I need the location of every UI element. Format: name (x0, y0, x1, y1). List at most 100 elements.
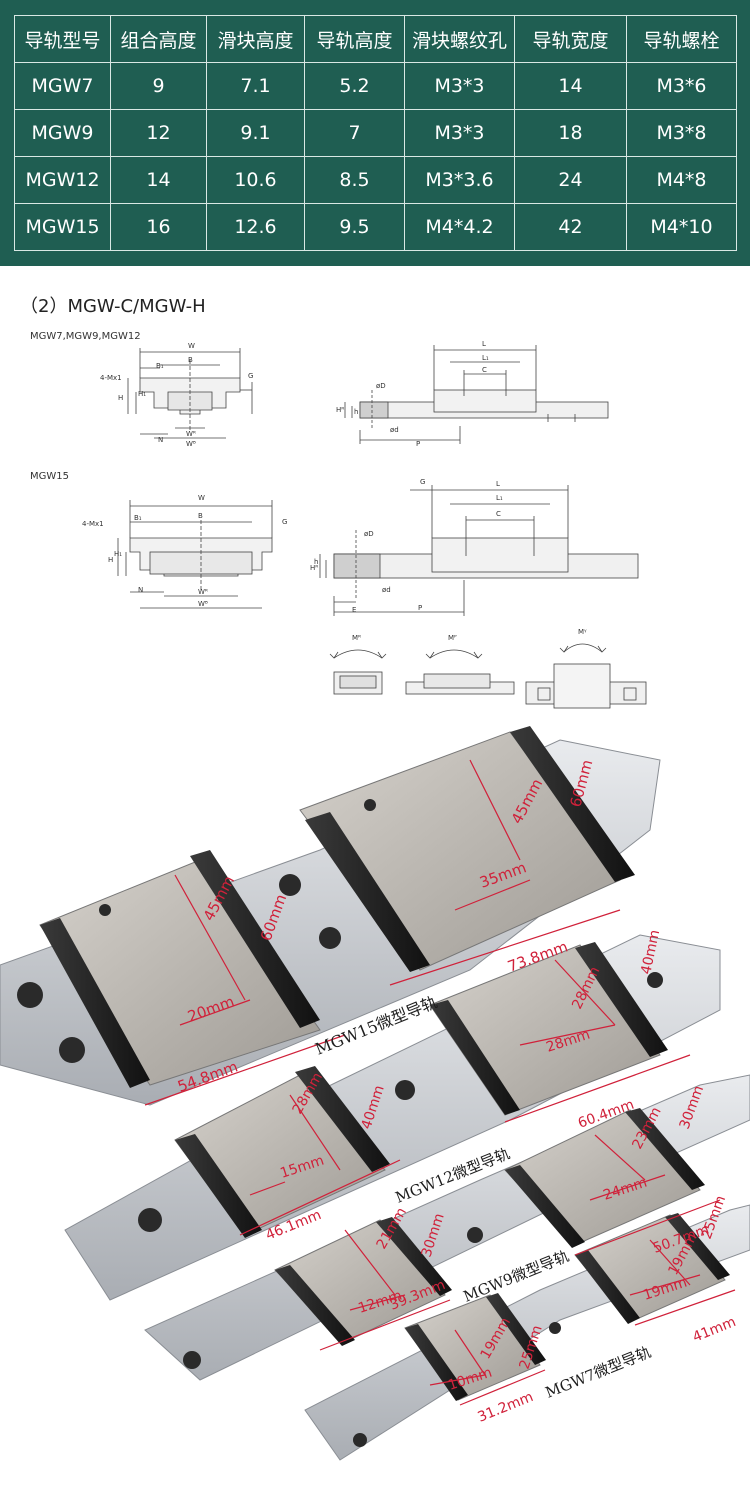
table-cell: MGW9 (14, 109, 111, 157)
label-l1-small: L₁ (482, 354, 489, 362)
mgw9-assembly (144, 1074, 750, 1381)
section-title: （2）MGW-C/MGW-H (20, 296, 206, 317)
series-label-group2: MGW15 (30, 471, 69, 482)
side-view-large (319, 485, 639, 616)
label-b-small: B (188, 356, 193, 364)
label-mx-large: 4-Mx1 (82, 520, 104, 528)
table-cell: M4*4.2 (404, 203, 515, 251)
label-bigd-small: øD (376, 382, 386, 390)
table-cell: 12.6 (206, 203, 305, 251)
label-wb-small: Wᴮ (186, 440, 196, 448)
label-b1-small: B₁ (156, 362, 164, 370)
spec-table-panel: 导轨型号 组合高度 滑块高度 导轨高度 滑块螺纹孔 导轨宽度 导轨螺栓 MGW7… (0, 0, 750, 266)
mgw7-model-name: MGW7微型导轨 (543, 1343, 654, 1402)
label-l-large: L (496, 480, 500, 488)
moment-diagram-mp (405, 649, 515, 695)
table-cell: M4*10 (626, 203, 737, 251)
label-sh-small: h (354, 408, 358, 416)
label-c-large: C (496, 510, 501, 518)
table-cell: 9.5 (304, 203, 405, 251)
table-cell: M3*3 (404, 109, 515, 157)
label-hr-large: Hᴿ (310, 564, 318, 572)
label-n-small: N (158, 436, 163, 444)
label-wr-small: Wᴿ (186, 430, 196, 438)
table-cell: 16 (110, 203, 207, 251)
col-header-rail-bolt: 导轨螺栓 (626, 15, 737, 63)
label-d-small: ød (390, 426, 399, 434)
label-g-small: G (248, 372, 253, 380)
table-cell: 12 (110, 109, 207, 157)
label-b-large: B (198, 512, 203, 520)
label-n-large: N (138, 586, 143, 594)
label-wr-large: Wᴿ (198, 588, 208, 596)
label-w-large: W (198, 494, 205, 502)
label-l1-large: L₁ (496, 494, 503, 502)
label-g-large: G (282, 518, 287, 526)
moment-diagram-my (525, 643, 647, 709)
mgw12-assembly (64, 934, 721, 1301)
col-header-model: 导轨型号 (14, 15, 111, 63)
label-sh-large: h (314, 558, 318, 566)
side-view-small (344, 345, 609, 444)
product-photo: 60mm 45mm 35mm 60mm 45mm 20mm 73.8mm 54.… (0, 726, 750, 1461)
table-cell: 14 (514, 62, 627, 110)
mgw7-assembly (304, 1204, 750, 1461)
table-cell: M4*8 (626, 156, 737, 204)
label-h1-small: H₁ (138, 390, 146, 398)
table-cell: 9.1 (206, 109, 305, 157)
table-cell: 42 (514, 203, 627, 251)
table-cell: 8.5 (304, 156, 405, 204)
mgw7-length-long-label: 41mm (691, 1314, 739, 1346)
label-g-side: G (420, 478, 425, 486)
label-mp: Mᴾ (448, 634, 457, 642)
dimension-lines (144, 759, 736, 1406)
table-row: MGW12 14 10.6 8.5 M3*3.6 24 M4*8 (14, 156, 737, 204)
col-header-block-height: 滑块高度 (206, 15, 305, 63)
col-header-block-thread: 滑块螺纹孔 (404, 15, 515, 63)
table-cell: MGW12 (14, 156, 111, 204)
label-c-small: C (482, 366, 487, 374)
table-row: MGW9 12 9.1 7 M3*3 18 M3*8 (14, 109, 737, 157)
moment-diagram-mr (329, 649, 387, 695)
table-cell: MGW15 (14, 203, 111, 251)
label-h-small: H (118, 394, 123, 402)
label-e-large: E (352, 606, 356, 614)
label-p-large: P (418, 604, 422, 612)
label-wb-large: Wᴮ (198, 600, 208, 608)
table-cell: M3*8 (626, 109, 737, 157)
table-cell: M3*3.6 (404, 156, 515, 204)
label-mx-small: 4-Mx1 (100, 374, 122, 382)
label-d-large: ød (382, 586, 391, 594)
front-view-large (117, 500, 273, 609)
table-cell: M3*3 (404, 62, 515, 110)
table-header-row: 导轨型号 组合高度 滑块高度 导轨高度 滑块螺纹孔 导轨宽度 导轨螺栓 (14, 15, 737, 63)
table-cell: 10.6 (206, 156, 305, 204)
table-row: MGW7 9 7.1 5.2 M3*3 14 M3*6 (14, 62, 737, 110)
col-header-rail-width: 导轨宽度 (514, 15, 627, 63)
label-hr-small: Hᴿ (336, 406, 344, 414)
label-mr: Mᴿ (352, 634, 361, 642)
table-cell: 9 (110, 62, 207, 110)
col-header-total-height: 组合高度 (110, 15, 207, 63)
front-view-small (127, 348, 253, 439)
table-cell: 24 (514, 156, 627, 204)
label-l-small: L (482, 340, 486, 348)
label-w-small: W (188, 342, 195, 350)
table-cell: 5.2 (304, 62, 405, 110)
table-cell: 7.1 (206, 62, 305, 110)
technical-drawings: W B B₁ 4-Mx1 G H H₁ N Wᴿ Wᴮ L L₁ C øD ød… (82, 340, 647, 709)
label-my: Mᵞ (578, 628, 587, 636)
label-h-large: H (108, 556, 113, 564)
table-cell: 14 (110, 156, 207, 204)
label-b1-large: B₁ (134, 514, 142, 522)
table-cell: M3*6 (626, 62, 737, 110)
series-label-group1: MGW7,MGW9,MGW12 (30, 331, 141, 342)
mgw15-assembly (0, 726, 661, 1106)
label-h1-large: H₁ (114, 550, 122, 558)
col-header-rail-height: 导轨高度 (304, 15, 405, 63)
label-p-small: P (416, 440, 420, 448)
table-cell: 18 (514, 109, 627, 157)
spec-table: 导轨型号 组合高度 滑块高度 导轨高度 滑块螺纹孔 导轨宽度 导轨螺栓 MGW7… (14, 15, 737, 251)
label-bigd-large: øD (364, 530, 374, 538)
table-row: MGW15 16 12.6 9.5 M4*4.2 42 M4*10 (14, 203, 737, 251)
